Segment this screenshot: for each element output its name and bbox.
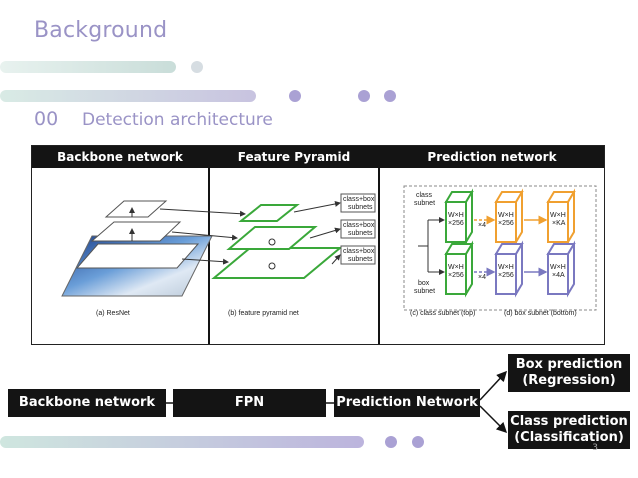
fpn-connectors [159, 201, 341, 270]
tensor-label: ×256 [498, 220, 514, 227]
box-subnet-row [444, 240, 576, 298]
tensor-label: ×256 [448, 220, 464, 227]
tensor-label: W×H [550, 264, 566, 271]
class-prediction-sublabel: (Classification) [514, 430, 624, 445]
tensor-label: W×H [448, 212, 464, 219]
subnet-label: subnets [348, 256, 373, 263]
tensor-label: ×4A [552, 272, 565, 279]
flow-prediction-box: Prediction Network [334, 389, 480, 417]
class-subnet-row [444, 188, 576, 246]
figure-header-prediction: Prediction network [380, 146, 604, 168]
subnet-label: subnets [348, 230, 373, 237]
tensor-label: W×H [448, 264, 464, 271]
decorative-dot [384, 90, 396, 102]
section-number: 00 [34, 108, 59, 130]
class-subnet-label: subnet [414, 200, 436, 207]
tensor-label: W×H [498, 264, 514, 271]
flow-box-prediction: Box prediction (Regression) [508, 354, 630, 392]
subnet-branch [418, 217, 445, 275]
architecture-figure: Backbone network Feature Pyramid Network… [31, 145, 605, 345]
fpn-stack [211, 204, 343, 279]
tensor-label: ×KA [552, 220, 566, 227]
flow-class-prediction: Class prediction (Classification) [508, 411, 630, 449]
figure-divider [208, 146, 210, 344]
decorative-dot [385, 436, 397, 448]
flow-backbone-box: Backbone network [8, 389, 166, 417]
box-prediction-sublabel: (Regression) [522, 373, 616, 388]
tensor-label: ×256 [448, 272, 464, 279]
subnet-boxes [340, 193, 376, 265]
decorative-dot [358, 90, 370, 102]
resnet-stack [61, 200, 213, 297]
repeat-label: ×4 [478, 222, 486, 229]
subnet-label: class+box [343, 196, 375, 203]
figure-header-backbone: Backbone network [32, 146, 208, 168]
box-prediction-label: Box prediction [515, 356, 623, 372]
box-subnet-label: subnet [414, 288, 436, 295]
class-prediction-label: Class prediction [510, 413, 628, 429]
class-subnet-label: class [416, 192, 432, 199]
caption-resnet: (a) ResNet [96, 310, 130, 317]
flow-fpn-box: FPN [173, 389, 326, 417]
slide-title: Background [34, 18, 168, 43]
caption-box-subnet: (d) box subnet (bottom) [504, 310, 577, 317]
decorative-dot [412, 436, 424, 448]
tensor-label: W×H [550, 212, 566, 219]
subnet-label: class+box [343, 248, 375, 255]
tensor-label: W×H [498, 212, 514, 219]
page-number: 3 [592, 443, 598, 453]
tensor-label: ×256 [498, 272, 514, 279]
caption-class-subnet: (c) class subnet (top) [410, 310, 476, 317]
repeat-label: ×4 [478, 274, 486, 281]
architecture-diagram [61, 185, 597, 311]
box-subnet-label: box [418, 280, 430, 287]
section-title: Detection architecture [82, 110, 273, 130]
decorative-dot [191, 61, 203, 73]
figure-divider [378, 146, 380, 344]
decorative-bar-bottom [0, 436, 364, 448]
subnet-label: class+box [343, 222, 375, 229]
decorative-bar-top [0, 61, 176, 73]
caption-fpn: (b) feature pyramid net [228, 310, 299, 317]
subnet-label: subnets [348, 204, 373, 211]
decorative-bar-middle [0, 90, 256, 102]
decorative-dot [289, 90, 301, 102]
figure-header-fpn: Feature Pyramid Network [210, 146, 378, 186]
